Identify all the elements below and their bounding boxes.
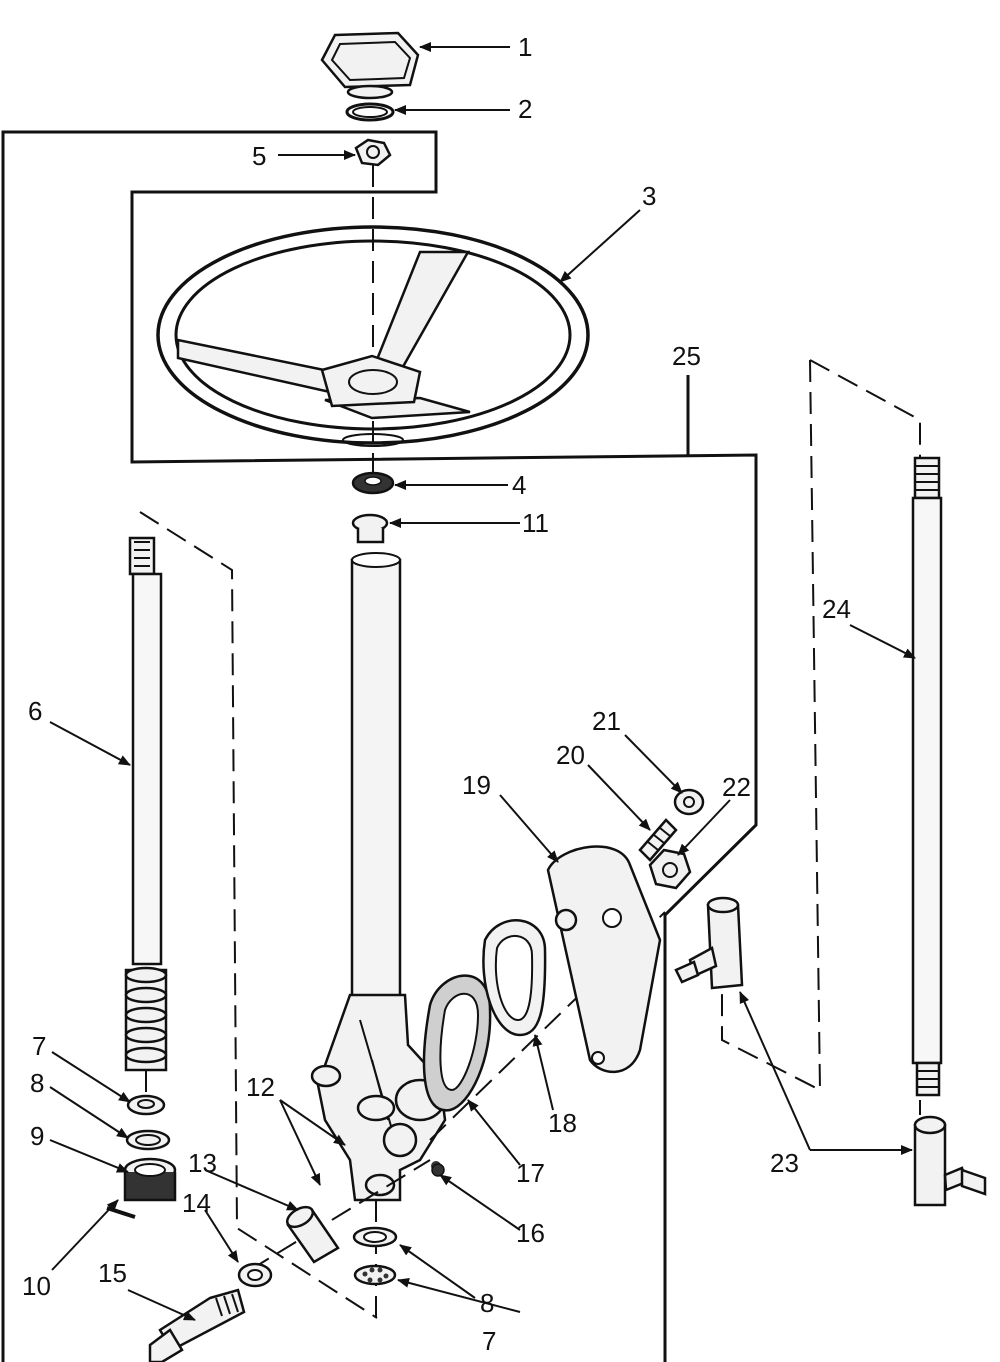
callout-20: 20 xyxy=(556,740,585,770)
part-23-rod-end-lower xyxy=(913,1115,987,1207)
part-7-bearing-left xyxy=(126,1094,166,1116)
part-24-drag-link xyxy=(911,456,943,1097)
callout-23: 23 xyxy=(770,1148,799,1178)
callout-9: 9 xyxy=(30,1121,44,1151)
part-20-adjusting-screw xyxy=(638,818,678,862)
callout-3: 3 xyxy=(642,181,656,211)
callout-5: 5 xyxy=(252,141,266,171)
part-9-adjuster-nut xyxy=(123,1157,177,1202)
assembly-bracket-outline xyxy=(1,130,758,1362)
part-11-bushing xyxy=(351,513,389,544)
steering-column-tube xyxy=(350,552,402,1002)
callout-18: 18 xyxy=(548,1108,577,1138)
callout-1: 1 xyxy=(518,32,532,62)
callout-11: 11 xyxy=(522,508,549,538)
callout-14: 14 xyxy=(182,1188,211,1218)
part-18-seal xyxy=(482,919,547,1037)
part-19-cover-plate xyxy=(546,845,662,1074)
part-8-cup-right xyxy=(352,1226,398,1248)
part-15-bolt xyxy=(148,1288,246,1362)
part-22-nut xyxy=(648,848,692,890)
callout-labels: 1 2 5 3 25 4 11 24 6 21 20 19 22 7 8 12 … xyxy=(22,32,851,1356)
callout-7-right: 7 xyxy=(482,1326,496,1356)
part-14-washer xyxy=(237,1262,273,1288)
callout-21: 21 xyxy=(592,706,621,736)
callout-13: 13 xyxy=(188,1148,217,1178)
part-21-jam-nut xyxy=(673,788,705,816)
callout-7-left: 7 xyxy=(32,1031,46,1061)
callout-12: 12 xyxy=(246,1072,275,1102)
part-8-cup-left xyxy=(125,1129,171,1151)
callout-2: 2 xyxy=(518,94,532,124)
part-13-sleeve xyxy=(285,1205,340,1264)
part-2-snap-ring xyxy=(345,102,395,122)
part-1-horn-cap xyxy=(320,31,420,100)
part-7-bearing-right xyxy=(353,1264,397,1286)
part-17-gasket xyxy=(422,974,492,1112)
callout-10: 10 xyxy=(22,1271,51,1301)
callout-24: 24 xyxy=(822,594,851,624)
part-6-steering-shaft xyxy=(124,536,168,1072)
callout-8-left: 8 xyxy=(30,1068,44,1098)
callout-19: 19 xyxy=(462,770,491,800)
callout-17: 17 xyxy=(516,1158,545,1188)
callout-15: 15 xyxy=(98,1258,127,1288)
part-4-nut xyxy=(351,471,395,495)
part-5-nut xyxy=(354,138,392,167)
part-10-cotter-pin xyxy=(106,1206,136,1219)
callout-4: 4 xyxy=(512,470,526,500)
part-16-grease-fitting xyxy=(431,1163,445,1177)
callout-6: 6 xyxy=(28,696,42,726)
callout-16: 16 xyxy=(516,1218,545,1248)
leader-lines xyxy=(49,42,916,1321)
part-23-rod-end-upper xyxy=(674,896,744,990)
steering-gear-housing xyxy=(310,993,447,1202)
callout-22: 22 xyxy=(722,772,751,802)
callout-25: 25 xyxy=(672,341,701,371)
callout-8-right: 8 xyxy=(480,1288,494,1318)
part-3-steering-wheel xyxy=(156,225,590,447)
